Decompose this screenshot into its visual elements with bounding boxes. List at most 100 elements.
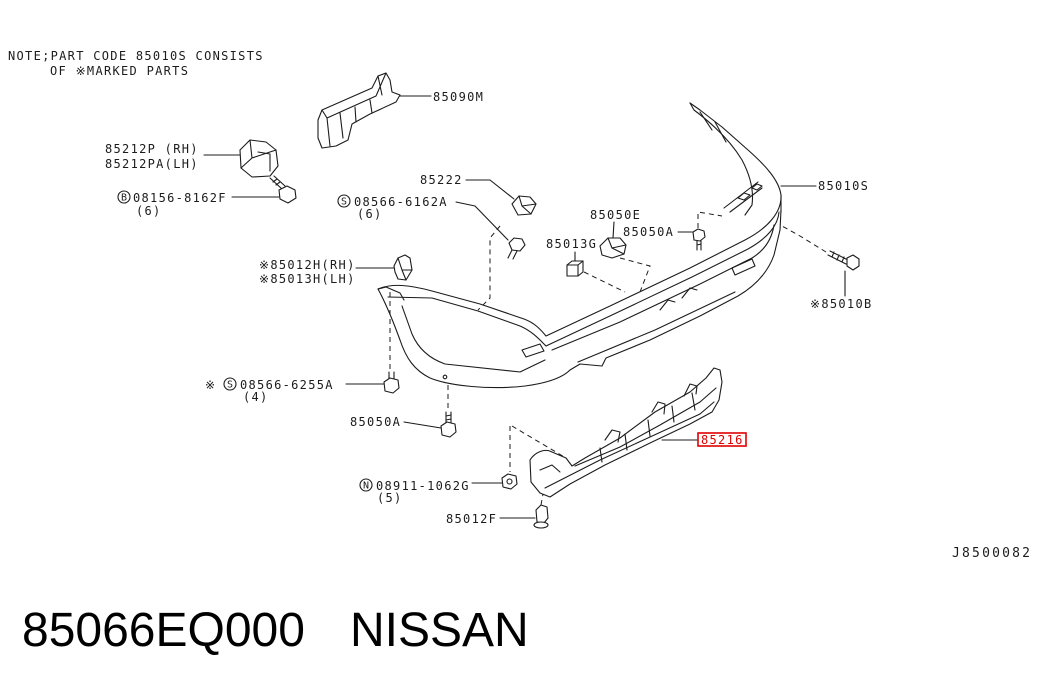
bumper-top-details	[723, 181, 763, 213]
callout-85050a-upper: 85050A	[623, 225, 674, 239]
figure-code: J8500082	[952, 546, 1032, 561]
note-line-1: NOTE;PART CODE 85010S CONSISTS	[8, 49, 264, 63]
marked-part-symbol: ※	[205, 378, 216, 392]
symbol-b: B	[121, 193, 127, 204]
bumper-mount-hole	[442, 374, 448, 380]
highlight-box	[697, 432, 747, 447]
highlighted-callout-85216: 85216	[697, 432, 747, 447]
part-number-08566-6162a: 08566-6162A	[354, 195, 448, 209]
bracket-85212p-body	[239, 139, 279, 178]
callout-85010s: 85010S	[818, 179, 869, 193]
clip-85222-detail	[518, 195, 537, 215]
bolt-shaft	[269, 175, 286, 190]
part-code-note: NOTE;PART CODE 85010S CONSISTS OF ※MARKE…	[8, 49, 264, 78]
clip-85222	[511, 195, 537, 216]
bumper-wing-ribs	[699, 111, 727, 143]
bracket-85212p-detail	[240, 139, 277, 172]
bumper-slot-right	[731, 258, 756, 276]
callout-08156-8162f: B 08156-8162F (6)	[117, 190, 225, 218]
callout-85212p-rh: 85212P (RH)	[105, 142, 199, 156]
lower-cover-top-line	[574, 387, 717, 467]
bumper-tab-marks	[659, 287, 698, 311]
bumper-side-wing-inner-edge	[689, 102, 754, 216]
callout-85013g: 85013G	[546, 237, 597, 251]
assembly-dashed-line-85050a-upper	[697, 211, 723, 228]
part-number-08911-1062g: 08911-1062G	[376, 479, 470, 493]
bumper-face-recess-line	[401, 305, 546, 373]
circle-n-symbol	[359, 478, 373, 492]
pad-edges	[566, 260, 584, 277]
screw-hex-head	[440, 421, 457, 438]
callout-85090m: 85090M	[433, 90, 484, 104]
screw-shaft	[696, 240, 702, 251]
screw-shaft	[445, 411, 452, 425]
callout-85222: 85222	[420, 173, 463, 187]
screw-hex-head	[508, 237, 526, 252]
clip-85050e-detail	[607, 237, 627, 255]
assembly-dashed-line-85012f	[540, 493, 544, 506]
bolt-hex-head	[278, 185, 297, 204]
circle-s-symbol	[223, 377, 237, 391]
lower-cover-85216	[529, 367, 723, 498]
leader-line-85050e	[612, 221, 615, 239]
leader-line-08566-6162a	[455, 201, 509, 241]
screw-hex-head	[692, 228, 706, 242]
callout-85050e: 85050E	[590, 208, 641, 222]
bolt-08156-8162f	[269, 175, 297, 204]
callout-08911-1062g: N 08911-1062G (5)	[359, 478, 470, 505]
clip-85012f-flange	[533, 521, 549, 529]
part-number-caption: 85066EQ000	[22, 604, 305, 657]
screw-85050a-upper	[692, 228, 706, 251]
quantity-08156: (6)	[136, 204, 162, 218]
clip-85050e	[599, 237, 627, 259]
rear-bumper-fascia	[377, 102, 782, 389]
brand-caption: NISSAN	[350, 604, 529, 657]
retainer-85012h	[393, 254, 413, 281]
bracket-85090m	[317, 72, 401, 149]
lower-cover-tabs	[604, 383, 698, 443]
screw-shaft	[507, 249, 518, 260]
bracket-85090m-ribs	[321, 72, 387, 147]
bumper-top-rim-outer	[377, 102, 782, 337]
assembly-dashed-line-85050e	[619, 257, 651, 293]
screw-shaft	[827, 250, 849, 265]
assembly-dashed-line-85010b	[781, 225, 827, 253]
bumper-step-line-upper	[551, 224, 775, 351]
screw-85050a-lower	[440, 411, 457, 438]
symbol-n: N	[363, 481, 369, 492]
callout-85012h-rh: ※85012H(RH)	[259, 258, 356, 272]
callout-08566-6255a: ※ S 08566-6255A (4)	[205, 377, 334, 404]
symbol-s: S	[341, 197, 347, 208]
symbol-s: S	[227, 380, 233, 391]
part-number-08566-6255a: 08566-6255A	[240, 378, 334, 392]
lower-cover-ribs	[599, 392, 696, 463]
circle-s-symbol	[337, 194, 351, 208]
bumper-top-rim-inner	[387, 211, 780, 347]
screw-hex-head	[846, 254, 860, 271]
assembly-dashed-line-nut	[509, 425, 567, 472]
callout-85050a-lower: 85050A	[350, 415, 401, 429]
bumper-slot-left	[521, 343, 545, 358]
callout-08566-6162a: S 08566-6162A (6)	[337, 194, 448, 221]
lower-cover-outline	[529, 367, 723, 498]
leader-line-85222	[465, 179, 515, 200]
retainer-body	[393, 254, 413, 281]
callout-85012f: 85012F	[446, 512, 497, 526]
bumper-bottom-edge	[377, 209, 782, 389]
screw-85010b	[827, 250, 860, 271]
quantity-08566-6255a: (4)	[243, 390, 269, 404]
lower-cover-end-curl	[539, 464, 561, 473]
nut-08911-1062g	[501, 473, 518, 490]
nut-hex	[501, 473, 518, 490]
quantity-08566-6162a: (6)	[357, 207, 383, 221]
bracket-85090m-body	[317, 72, 401, 149]
callout-85216: 85216	[701, 433, 744, 447]
bumper-step-line-lower	[577, 291, 736, 363]
clip-85012f	[533, 504, 549, 529]
screw-08566-6255a	[383, 371, 400, 394]
callout-85212pa-lh: 85212PA(LH)	[105, 157, 199, 171]
quantity-08911-1062g: (5)	[377, 491, 403, 505]
callout-85010b: ※85010B	[810, 297, 873, 311]
